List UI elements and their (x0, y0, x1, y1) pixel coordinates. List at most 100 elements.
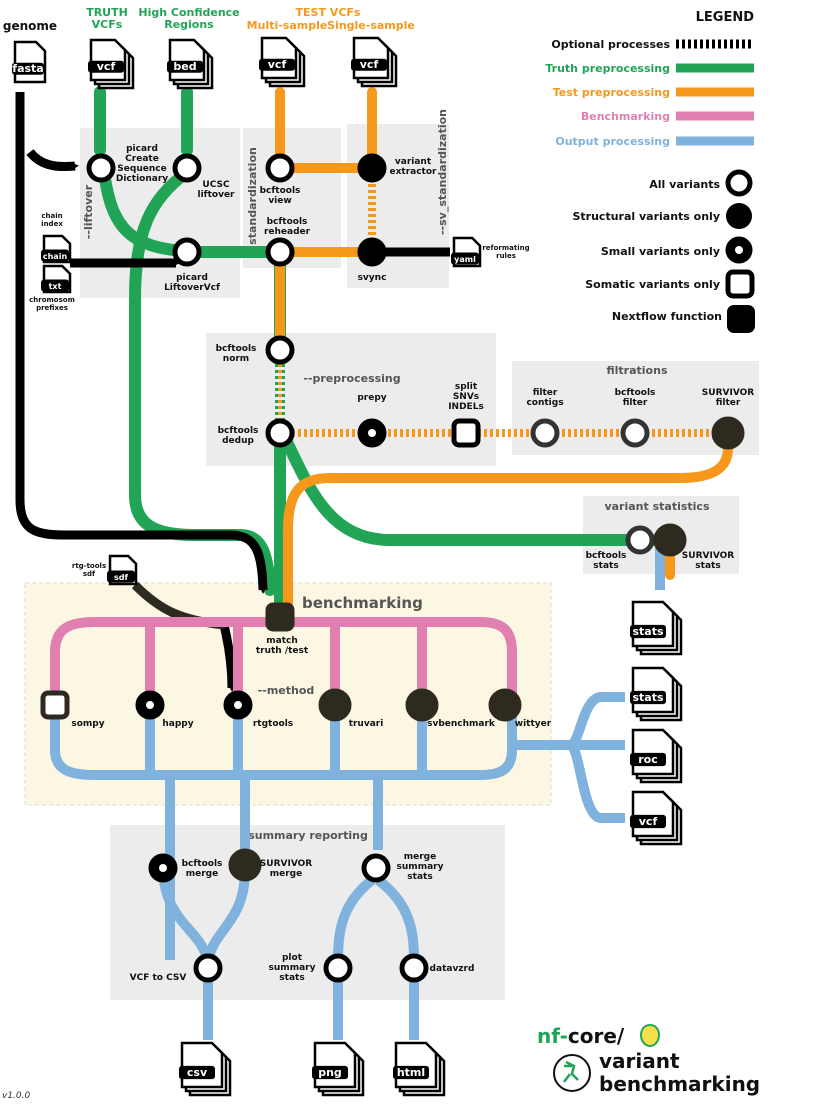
variant-statistics-group-label: variant statistics (604, 500, 709, 513)
stats-output-icon: stats (630, 666, 683, 722)
test-single-vcf-file-icon-label: vcf (360, 58, 379, 71)
svbenchmark-node (405, 688, 439, 722)
prepy-label: prepy (357, 393, 386, 403)
bcftools-filter-node (620, 418, 650, 448)
legend-optional-label: Optional processes (551, 38, 670, 51)
survivor-filter-node (711, 416, 745, 450)
test-lines (275, 87, 733, 610)
yaml-file-icon-label: yaml (454, 255, 476, 264)
standardization-group-label: standardization (246, 147, 259, 245)
logo-variant: variant (599, 1049, 680, 1073)
legend-nextflow-label: Nextflow function (612, 310, 722, 323)
png-output-icon: png (312, 1041, 365, 1097)
legend-all-shape (725, 169, 753, 197)
match-node (265, 602, 295, 632)
sompy-label: sompy (71, 719, 104, 729)
survivor-merge-node (228, 848, 262, 882)
survivor-stats-node (653, 523, 687, 557)
bed-file-icon-label: bed (173, 60, 196, 73)
wittyer-node (488, 688, 522, 722)
vcf-output-icon-label: vcf (639, 815, 658, 828)
test-multi-vcf-file-icon: vcf (259, 36, 306, 88)
html-output-icon: html (393, 1041, 446, 1097)
wittyer-label: wittyer (515, 719, 552, 729)
merge-summary-node (361, 853, 391, 883)
roc-output-icon: roc (630, 728, 683, 784)
summary-reporting-group-label: summary reporting (248, 829, 368, 842)
sdf-file-icon-label: sdf (114, 573, 128, 582)
svync-node (357, 237, 387, 267)
sv-standardization-group-label: --sv_standardization (436, 109, 449, 235)
stats-top-output-icon: stats (630, 600, 683, 656)
stats-top-output-icon-label: stats (632, 625, 663, 638)
truth-vcf-file-icon: vcf (88, 38, 135, 90)
svync-label: svync (358, 273, 387, 283)
vcf-to-csv-label: VCF to CSV (130, 973, 187, 983)
sv-standardization-group-box (347, 124, 449, 288)
bcftools-reheader-node (265, 237, 295, 267)
bcftools-stats-node (625, 525, 655, 555)
bcftools-view-node (265, 153, 295, 183)
liftover-group-label: --liftover (82, 184, 95, 239)
legend-output-label: Output processing (555, 135, 670, 148)
preprocessing-group-box (206, 333, 496, 466)
roc-output-icon-label: roc (638, 753, 658, 766)
legend-title: LEGEND (696, 10, 755, 25)
black-lines (15, 92, 450, 692)
legend-sv-shape (726, 203, 752, 229)
filter-contigs-node (530, 418, 560, 448)
nf-core-logo: nf-core/ variant benchmarking (537, 1023, 760, 1096)
benchmarking-group-label: benchmarking (302, 594, 423, 612)
legend: LEGEND Optional processes Truth preproce… (545, 10, 755, 333)
legend-somatic-label: Somatic variants only (585, 278, 720, 291)
ucsc-liftover-node (172, 153, 202, 183)
filtrations-group-label: filtrations (607, 364, 668, 377)
legend-nextflow-shape (727, 305, 755, 333)
version-label: v1.0.0 (2, 1091, 31, 1101)
fasta-file-icon: fasta (12, 40, 47, 84)
chain-file-icon: chain (41, 234, 72, 264)
bcftools-norm-node (265, 335, 295, 365)
bcftools-dedup-node (265, 418, 295, 448)
yaml-file-icon: yaml (451, 236, 482, 268)
legend-truth-label: Truth preprocessing (545, 62, 670, 75)
test-single-vcf-file-icon: vcf (351, 36, 398, 88)
legend-sv-label: Structural variants only (572, 210, 720, 223)
preprocessing-group-label: --preprocessing (303, 372, 400, 385)
datavzrd-label: datavzrd (430, 964, 475, 974)
truvari-label: truvari (349, 719, 384, 729)
fasta-file-icon-label: fasta (12, 62, 43, 75)
logo-nf-core: nf-core/ (537, 1024, 625, 1048)
legend-somatic-shape (725, 269, 755, 299)
txt-file-icon: txt (41, 264, 72, 294)
logo-benchmarking: benchmarking (599, 1072, 760, 1096)
split-node (451, 418, 481, 448)
legend-test-label: Test preprocessing (553, 86, 670, 99)
svbenchmark-label: svbenchmark (427, 719, 496, 729)
html-output-icon-label: html (397, 1066, 425, 1079)
truvari-node (318, 688, 352, 722)
single-sample-label: Single-sample (327, 19, 415, 32)
rtgtools-label: rtgtools (253, 719, 293, 729)
csv-output-icon: csv (179, 1041, 232, 1097)
